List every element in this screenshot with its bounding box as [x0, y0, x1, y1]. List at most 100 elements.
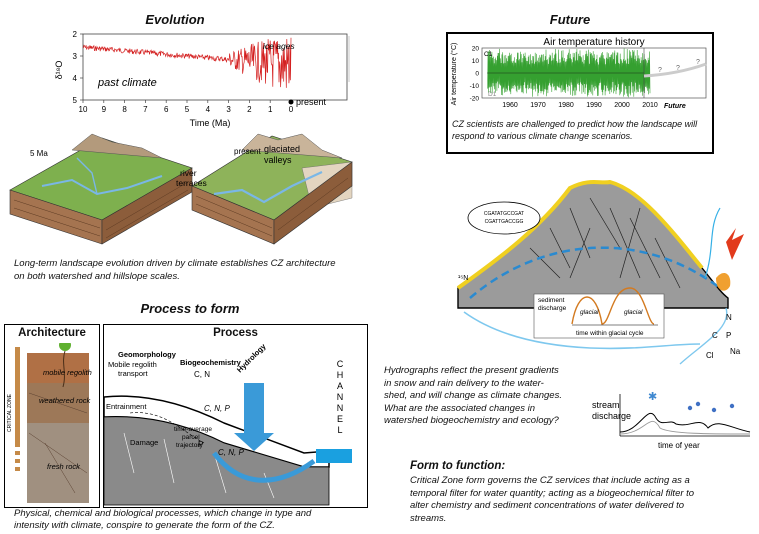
stream-hydrograph: ✱ stream discharge time of year — [592, 391, 751, 450]
evolution-heading: Evolution — [145, 12, 205, 27]
future-xtick-label: 1990 — [586, 102, 602, 109]
future-heading: Future — [549, 12, 591, 27]
channel-letter: N — [337, 403, 344, 413]
block-left-label: 5 Ma — [30, 149, 48, 158]
evolution-caption: Long-term landscape evolution driven by … — [14, 258, 364, 283]
time-of-year-label: time of year — [658, 441, 700, 450]
process-caption: Physical, chemical and biological proces… — [14, 508, 374, 532]
fire-icon — [716, 272, 731, 291]
evolution-xtick-label: 6 — [164, 105, 169, 114]
evolution-xtick-label: 1 — [268, 105, 273, 114]
architecture-panel: Architecture CRITICAL ZONE mobile regoli… — [4, 324, 100, 508]
future-xtick-label: 1980 — [558, 102, 574, 109]
glacial-cycle-label: time within glacial cycle — [576, 330, 644, 337]
hydrology-arrow — [234, 383, 274, 451]
evolution-xtick-label: 4 — [206, 105, 211, 114]
channel-letter: L — [337, 425, 342, 435]
evolution-xtick-label: 5 — [185, 105, 190, 114]
glaciated-label: glaciated — [264, 144, 300, 154]
channel-letter: C — [337, 359, 344, 369]
dna-line2: CGATTGACCGG — [485, 219, 524, 225]
hydro-caption-line5: watershed biogeochemistry and ecology? — [384, 415, 559, 426]
future-ytick-label: 0 — [475, 71, 479, 78]
channel-letter: H — [337, 370, 344, 380]
watershed-diagram: CGATATGCCGAT CGATTGACCGG ¹⁵N sediment di… — [456, 179, 744, 365]
evolution-xtick-label: 9 — [102, 105, 107, 114]
ftf-caption-line4: streams. — [410, 512, 447, 524]
question-mark-2: ? — [676, 65, 680, 72]
future-ytick-label: 10 — [472, 58, 480, 65]
mobile-regolith-label: mobile regolith — [43, 368, 92, 377]
hydro-caption: Hydrographs reflect the present gradient… — [384, 365, 604, 428]
sediment-discharge-label: discharge — [538, 305, 567, 312]
dna-bubble — [467, 201, 541, 235]
future-series-line — [487, 48, 651, 98]
mountain-profile — [457, 181, 729, 309]
evolution-past-climate-label: past climate — [97, 77, 157, 89]
cn-label: C, N — [194, 370, 210, 379]
plant-icon — [59, 343, 71, 351]
hydro-caption-line2: in snow and rain delivery to the water- — [384, 377, 544, 389]
weathered-rock-label: weathered rock — [39, 396, 92, 405]
rain-drop-icon — [687, 405, 693, 411]
cnp-label-2: C, N, P — [218, 448, 244, 457]
p-label: P — [198, 440, 203, 449]
critical-zone-label: CRITICAL ZONE — [7, 393, 13, 432]
evolution-series-line — [82, 37, 292, 88]
future-chart-title: Air temperature history — [543, 37, 644, 48]
form-to-function-heading: Form to function: — [410, 460, 506, 472]
stream-label: stream — [592, 400, 620, 410]
ftf-caption-line2: temporal filter for water quantity; acti… — [410, 487, 695, 499]
evolution-xtick-label: 10 — [79, 105, 88, 114]
evolution-xtick-label: 3 — [226, 105, 231, 114]
channel-letter: N — [337, 392, 344, 402]
future-xtick-label: 2000 — [614, 102, 630, 109]
process-caption-line1: Physical, chemical and biological proces… — [14, 508, 312, 519]
sediment-label: sediment — [538, 297, 565, 304]
evolution-xtick-label: 0 — [289, 105, 294, 114]
p-label: P — [726, 331, 731, 340]
future-xtick-label: 1970 — [530, 102, 546, 109]
block-right-label: present — [234, 147, 261, 156]
damage-label: Damage — [130, 438, 158, 447]
future-caption: CZ scientists are challenged to predict … — [452, 118, 710, 142]
evolution-caption-line1: Long-term landscape evolution driven by … — [14, 258, 336, 269]
channel-water — [316, 449, 352, 463]
future-chart: Air temperature history Air temperature … — [450, 37, 707, 110]
cl-label: Cl — [706, 351, 714, 360]
fresh-rock-label: fresh rock — [47, 462, 81, 471]
na-label: Na — [730, 347, 741, 356]
process-title: Process — [213, 327, 258, 339]
present-marker — [288, 99, 294, 105]
future-xtick-label: 1960 — [502, 102, 518, 109]
evolution-ytick-label: 2 — [73, 30, 78, 39]
question-mark-1: ? — [658, 67, 662, 74]
channel-letter: A — [337, 381, 343, 391]
cnp-label-1: C, N, P — [204, 404, 230, 413]
process-panel: Process Geomorphology Mobile regolith tr… — [103, 324, 368, 508]
future-ytick-label: 20 — [472, 46, 480, 53]
glacial-label-1: glacial — [580, 309, 599, 316]
process-caption-line2: intensity with climate, conspire to gene… — [14, 520, 275, 531]
c1-label: C1 — [484, 51, 493, 58]
evolution-xlabel: Time (Ma) — [190, 118, 231, 128]
ftf-caption-line3: alter chemistry and sediment concentrati… — [410, 500, 685, 511]
evolution-caption-line2: on both watershed and hillslope scales. — [14, 270, 180, 282]
question-mark-3: ? — [696, 59, 700, 66]
future-ytick-label: -20 — [470, 96, 480, 103]
evolution-ylabel: δ¹⁸O — [54, 61, 64, 80]
future-label: Future — [664, 103, 686, 110]
n15-label: ¹⁵N — [458, 275, 468, 282]
evolution-xtick-label: 8 — [122, 105, 127, 114]
water-table-line — [469, 246, 721, 299]
evolution-ice-ages-label: ice ages — [263, 41, 295, 51]
snowflake-icon: ✱ — [648, 391, 657, 403]
trajectory-label: trajectory — [176, 442, 203, 449]
form-to-function-caption: Critical Zone form governs the CZ servic… — [410, 475, 756, 525]
dna-line1: CGATATGCCGAT — [484, 211, 524, 217]
transport-label: transport — [118, 369, 149, 378]
valleys-label: valleys — [264, 155, 292, 165]
lightning-icon — [726, 228, 744, 260]
